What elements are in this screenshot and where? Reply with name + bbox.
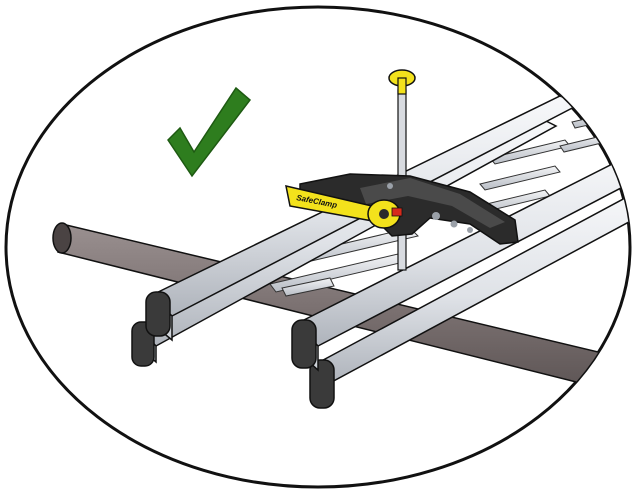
checkmark-icon <box>167 86 252 178</box>
ladder-rail-right-lower <box>309 188 630 409</box>
clamp-handle: SafeClamp <box>285 185 403 229</box>
ladder-rail-right-upper <box>291 148 630 372</box>
